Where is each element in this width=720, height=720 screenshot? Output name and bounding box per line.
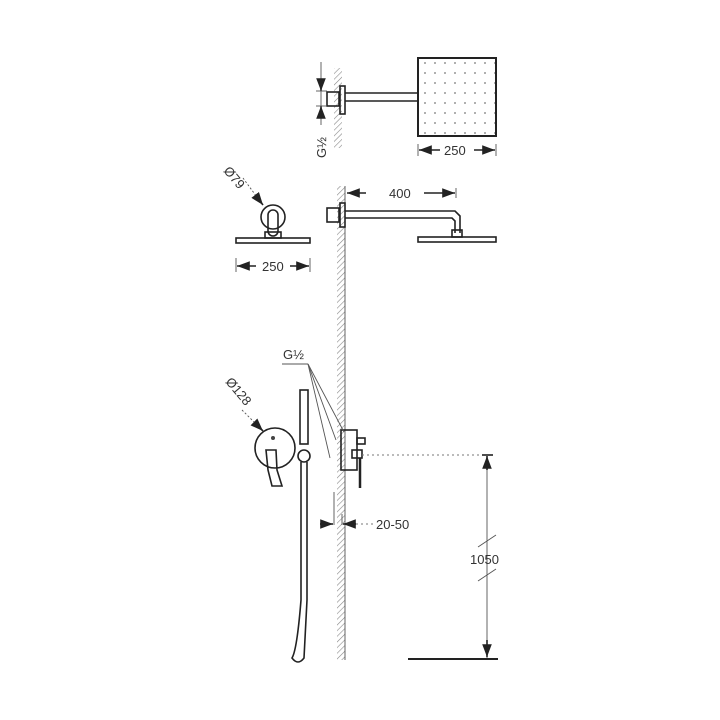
wall-inlet: [326, 91, 340, 107]
flange-diameter-label: Ø79: [221, 163, 248, 191]
front-head-view: Ø79 250: [221, 163, 311, 274]
mixer-inlet-label: G½: [283, 347, 304, 362]
plate-diameter-label: Ø128: [223, 374, 255, 408]
side-view: 400 G½ 1050 20-50: [282, 186, 499, 660]
mixer-lever: [265, 449, 284, 487]
hose: [291, 462, 308, 663]
head-plate-front: [235, 237, 311, 244]
wall-section: [334, 68, 342, 148]
recess-depth-label: 20-50: [376, 517, 409, 532]
wall-flange: [339, 85, 346, 115]
top-view: G½ 250: [314, 57, 497, 158]
front-width-label: 250: [262, 259, 284, 274]
hand-shower: [299, 389, 309, 445]
hand-shower-holder: [297, 449, 311, 463]
mixer-plate: [254, 427, 296, 469]
shower-head-side: [417, 236, 497, 243]
mixer-height-label: 1050: [470, 552, 499, 567]
arm-length-label: 400: [389, 186, 411, 201]
top-width-label: 250: [444, 143, 466, 158]
wall-section-side: [337, 186, 345, 660]
flange-circle: [260, 204, 286, 230]
mixer-front-view: Ø128: [223, 374, 311, 663]
shower-head-top: [417, 57, 497, 137]
top-inlet-label: G½: [314, 137, 329, 158]
